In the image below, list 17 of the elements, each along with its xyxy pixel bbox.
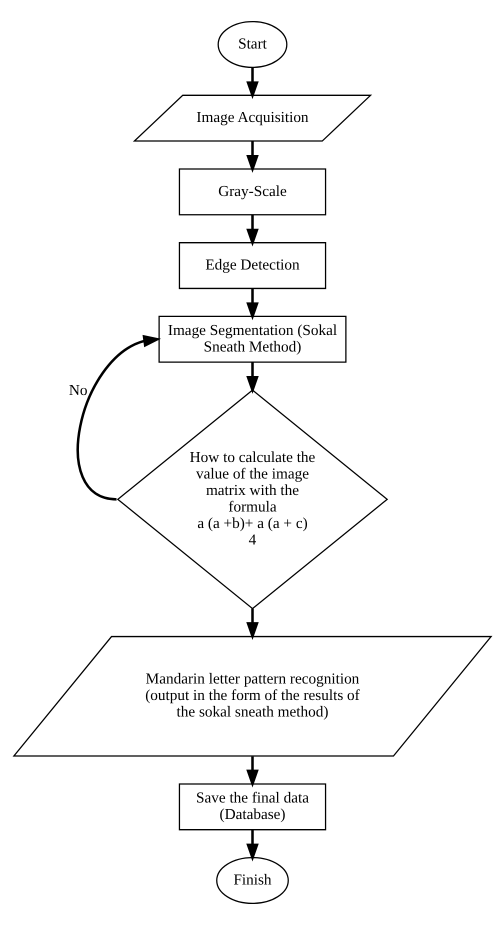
arrow [246,756,258,788]
node-box: Edge Detection [178,242,326,290]
arrow [246,362,258,394]
arrow [246,608,258,640]
arrow [246,68,258,100]
arrow [246,141,258,173]
arrow [246,214,258,247]
arrow [246,288,258,320]
node-box: Image Segmentation (Sokal Sneath Method) [158,316,346,363]
arrow [246,830,258,862]
node-ellipse: Start [217,20,287,68]
node-box: Gray-Scale [178,168,326,216]
node-ellipse: Finish [216,857,288,904]
arrow [76,334,161,501]
edge-label: No [68,382,88,400]
node-diamond: How to calculate the value of the image matrix with the formula a (a +b)+ a (a + c) 4 [116,389,388,610]
node-box: Save the final data (Database) [178,783,326,830]
